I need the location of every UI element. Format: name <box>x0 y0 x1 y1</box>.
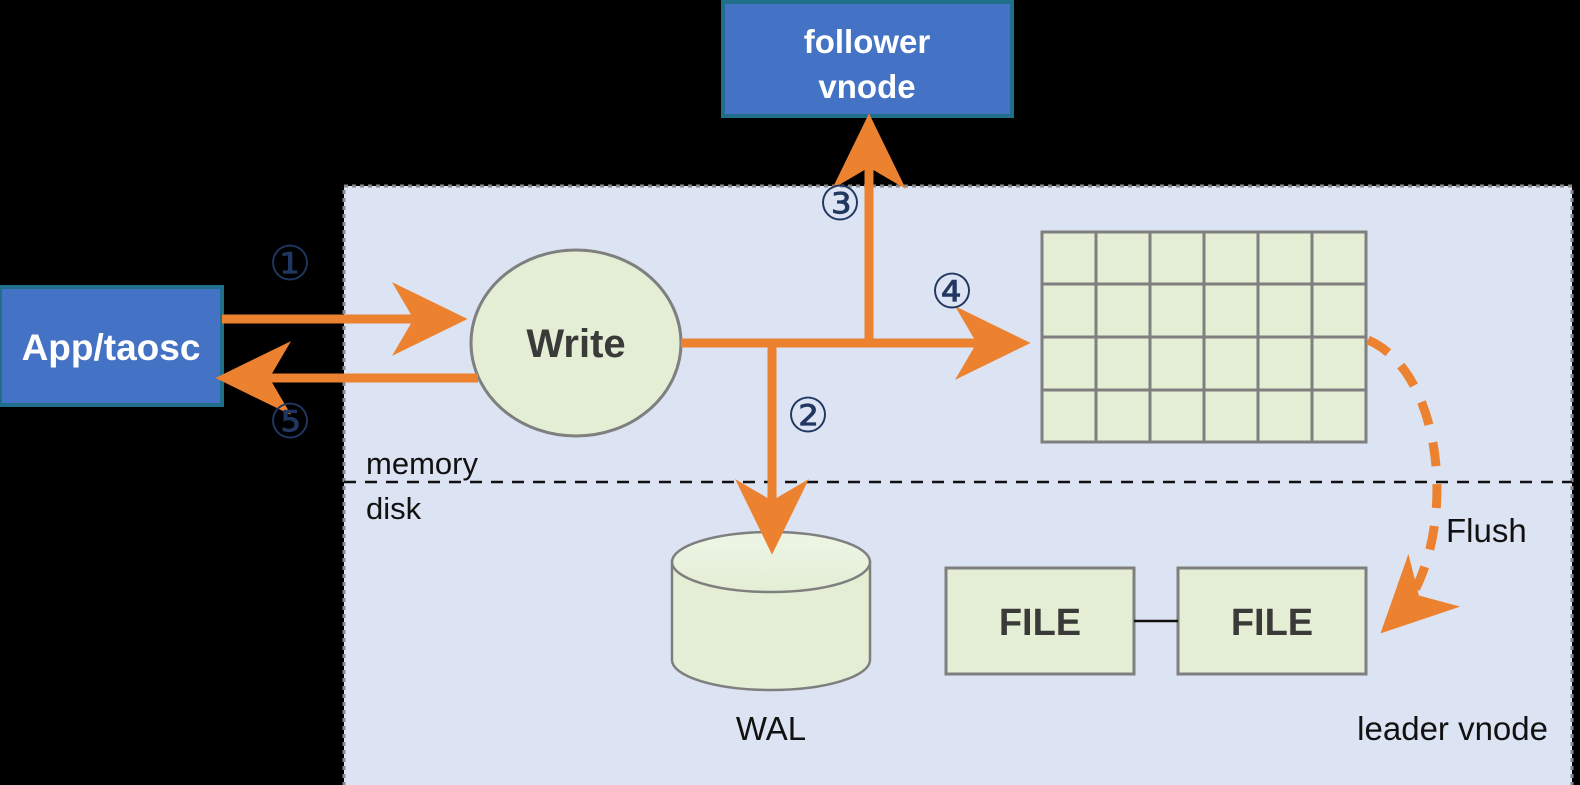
follower-vnode-label-line2: vnode <box>818 68 915 105</box>
step-badge-1-label: ① <box>268 238 311 291</box>
step-badge-4: ④ <box>930 266 973 319</box>
step-badge-4-label: ④ <box>930 266 973 319</box>
file-box-1-label: FILE <box>999 602 1081 644</box>
step-badge-2-label: ② <box>786 390 829 443</box>
flush-label: Flush <box>1446 512 1527 549</box>
step-badge-5-label: ⑤ <box>268 396 311 449</box>
step-badge-2: ② <box>786 390 829 443</box>
wal-cylinder-body <box>670 560 872 692</box>
file-box-2-label: FILE <box>1231 602 1313 644</box>
wal-cylinder <box>670 530 872 692</box>
wal-label: WAL <box>736 710 806 747</box>
step-badge-5: ⑤ <box>268 396 311 449</box>
app-taosc-label: App/taosc <box>22 327 201 368</box>
step-badge-1: ① <box>268 238 311 291</box>
follower-vnode-label-line1: follower <box>804 23 931 60</box>
memory-zone-label: memory <box>366 446 478 481</box>
memory-table-grid <box>1040 230 1368 444</box>
disk-zone-label: disk <box>366 491 422 526</box>
file-box-2[interactable] <box>1176 566 1368 676</box>
step-badge-3: ③ <box>818 178 861 231</box>
step-badge-3-label: ③ <box>818 178 861 231</box>
write-node-label: Write <box>526 322 625 366</box>
leader-vnode-caption: leader vnode <box>1357 710 1548 747</box>
file-box-1[interactable] <box>944 566 1136 676</box>
